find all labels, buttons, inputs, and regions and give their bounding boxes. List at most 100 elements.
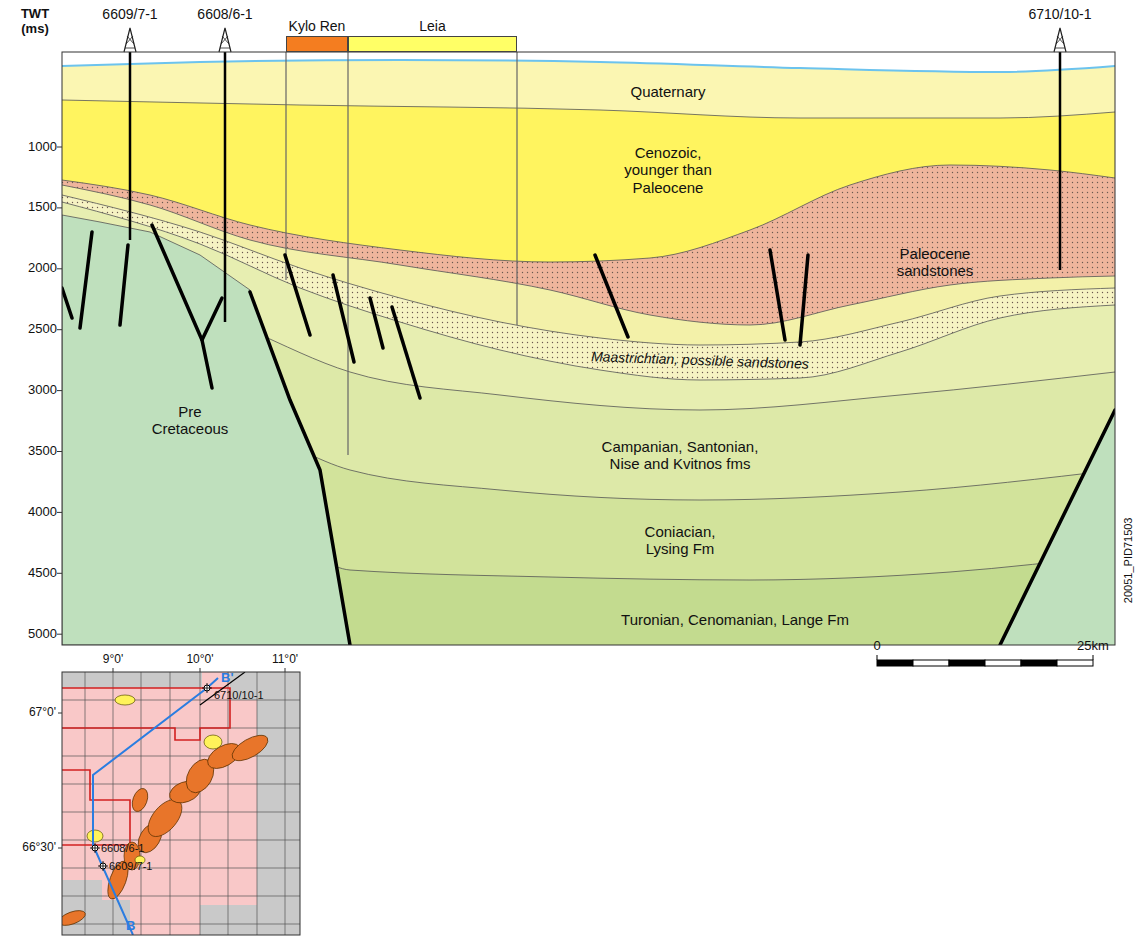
formation-name: Paleocene sandstones — [888, 245, 983, 280]
axis-tick — [57, 268, 62, 269]
campanian-layer — [62, 202, 1115, 645]
pre-cretaceous-block — [62, 215, 350, 645]
map-tick — [200, 668, 201, 672]
prospect-fill — [348, 36, 517, 52]
cenozoic-layer — [62, 100, 1115, 645]
map-grid — [200, 672, 201, 935]
derrick-symbol — [219, 28, 231, 52]
map-grid — [62, 700, 300, 701]
fault-line — [595, 255, 628, 337]
well-symbol — [202, 683, 212, 693]
well-name: 6609/7-1 — [109, 860, 152, 873]
section-frame — [62, 52, 1115, 645]
latitude: 67°0' — [29, 706, 56, 720]
fault-line — [800, 255, 808, 345]
axis-tick — [57, 512, 62, 513]
axis-value: 3000 — [28, 383, 57, 398]
map-grid — [285, 672, 286, 935]
fault-line — [152, 225, 212, 388]
prospect-outline — [115, 695, 135, 705]
scale-value: 0 — [873, 639, 880, 654]
quaternary-layer — [62, 60, 1115, 645]
axis-value: 3500 — [28, 444, 57, 459]
axis-tick — [57, 634, 62, 635]
map-grid — [62, 868, 300, 869]
formation-name: Coniacian, Lysing Fm — [625, 523, 735, 558]
paleocene-layer — [62, 185, 1115, 645]
axis-tick — [57, 147, 62, 148]
figure-id: 20051_PID71503 — [1122, 517, 1135, 603]
fault-line — [250, 292, 350, 645]
licence-outline — [62, 770, 130, 845]
scale-bar — [877, 655, 1093, 666]
axis-value: 4000 — [28, 505, 57, 520]
well-symbol — [90, 843, 100, 853]
prospect-boundary — [516, 52, 517, 325]
map-grid — [62, 756, 300, 757]
horizon-line — [62, 100, 1115, 118]
map-open-area — [62, 880, 102, 935]
prospect-outline — [62, 908, 87, 929]
profile-end: B — [126, 919, 135, 934]
prospect-boundary — [285, 52, 286, 280]
paleocene-sandstone-layer — [62, 165, 1115, 645]
derrick-symbol — [124, 28, 136, 52]
axis-tick — [57, 390, 62, 391]
derrick-symbol — [1054, 28, 1066, 52]
fault-line — [370, 298, 383, 348]
map-tick — [58, 848, 62, 849]
fault-line — [392, 307, 420, 398]
map-frame — [62, 672, 300, 935]
location-map — [62, 672, 300, 935]
map-tick — [113, 668, 114, 672]
prospect-name: Kylo Ren — [286, 18, 348, 34]
axis-tick — [57, 451, 62, 452]
map-tick — [285, 668, 286, 672]
axis-value: 5000 — [28, 627, 57, 642]
axis-value: 1000 — [28, 140, 57, 155]
seabed-line — [62, 60, 1115, 72]
fault-line — [770, 250, 785, 340]
well-path — [129, 52, 132, 240]
formation-name: Pre Cretaceous — [148, 403, 233, 438]
fault-line — [80, 232, 92, 328]
well-name: 6710/10-1 — [214, 689, 264, 702]
map-grid — [228, 672, 229, 935]
map-grid — [85, 672, 86, 935]
longitude: 9°0' — [103, 653, 123, 667]
formation-name: Cenozoic, younger than Paleocene — [613, 144, 723, 196]
well-name: 6710/10-1 — [1028, 6, 1091, 22]
axis-value: 4500 — [28, 566, 57, 581]
axis-value: 2500 — [28, 322, 57, 337]
formation-name: Campanian, Santonian, Nise and Kvitnos f… — [593, 438, 768, 473]
pre-cretaceous-block — [1000, 410, 1115, 645]
fault-line — [202, 298, 222, 340]
well-symbol — [98, 861, 108, 871]
map-grid — [62, 924, 300, 925]
latitude: 66°30' — [22, 841, 56, 855]
fault-line — [120, 245, 128, 325]
axis-tick — [57, 573, 62, 574]
well-name: 6609/7-1 — [102, 6, 157, 22]
map-open-area — [200, 905, 257, 935]
fault-line — [62, 288, 72, 318]
well-name: 6608/6-1 — [197, 6, 252, 22]
well-name: 6608/6-1 — [101, 842, 144, 855]
prospect-outline — [228, 730, 272, 766]
licence-outline — [62, 688, 230, 740]
map-grid — [257, 672, 258, 935]
formation-name: Turonian, Cenomanian, Lange Fm — [621, 611, 849, 628]
prospect-outline — [87, 830, 103, 842]
map-ground — [62, 672, 300, 935]
axis-tick — [57, 207, 62, 208]
prospect-outline — [129, 786, 150, 813]
fault-line — [333, 275, 354, 362]
prospect-bar: Kylo Ren — [286, 18, 348, 52]
prospect-boundary — [347, 52, 348, 455]
axis-value: 2000 — [28, 261, 57, 276]
fault-line — [285, 255, 310, 335]
prospect-outline — [204, 735, 222, 749]
section — [62, 52, 1115, 645]
axis-value: 1500 — [28, 200, 57, 215]
